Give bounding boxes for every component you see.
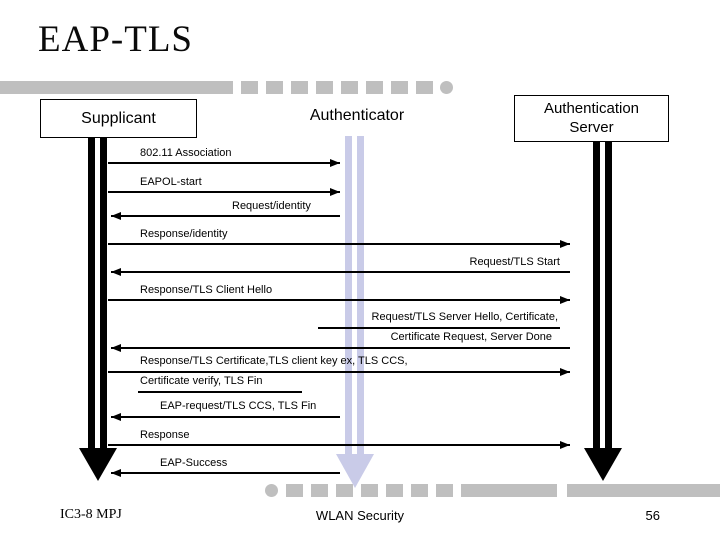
bottom-decor-dashes (286, 484, 453, 497)
message-label: Response/TLS Client Hello (140, 284, 273, 296)
authenticator-lifeline-bar (345, 136, 352, 454)
message-arrow-right (108, 368, 570, 376)
actor-box-auth-server: Authentication Server (514, 95, 669, 142)
message-label: Request/TLS Start (469, 256, 561, 268)
authenticator-lifeline-arrowhead (336, 454, 374, 488)
footer-author: IC3-8 MPJ (60, 507, 122, 522)
message-arrow-left (111, 413, 340, 421)
message-arrow-right (108, 240, 570, 248)
message-label: EAP-request/TLS CCS, TLS Fin (160, 400, 317, 412)
message-label: Response/identity (140, 228, 228, 240)
bottom-decor-circle (265, 484, 278, 497)
actor-box-supplicant: Supplicant (40, 99, 197, 138)
message-label: EAPOL-start (140, 176, 202, 188)
message-label: Response/TLS Certificate,TLS client key … (140, 355, 408, 367)
message-arrow-left (111, 212, 340, 220)
supplicant-lifeline-arrowhead (79, 448, 117, 481)
actor-label-auth-server-line2: Server (569, 118, 614, 136)
message-arrow-right (108, 296, 570, 304)
message-arrow-right (108, 188, 340, 196)
bottom-decor-bar (567, 484, 720, 497)
server-lifeline-bar (605, 140, 612, 448)
message-label: 802.11 Association (140, 147, 232, 159)
bottom-decor-bar (461, 484, 557, 497)
actor-label-supplicant: Supplicant (81, 109, 156, 127)
message-line (318, 327, 560, 329)
server-lifeline-arrowhead (584, 448, 622, 481)
message-arrow-left (111, 469, 340, 477)
message-label: Certificate verify, TLS Fin (140, 375, 263, 387)
message-label: Certificate Request, Server Done (390, 331, 552, 343)
message-label: EAP-Success (160, 457, 228, 469)
authenticator-lifeline-bar (357, 136, 364, 454)
message-label: Response (140, 429, 190, 441)
supplicant-lifeline-bar (100, 138, 107, 448)
top-decor-bar (0, 81, 233, 94)
footer-page-number: 56 (645, 508, 660, 523)
actor-label-auth-server-line1: Authentication (543, 99, 640, 117)
supplicant-lifeline-bar (88, 138, 95, 448)
message-arrow-left (111, 344, 570, 352)
top-decor-circle (440, 81, 453, 94)
slide-title: EAP-TLS (38, 19, 193, 60)
message-line (138, 391, 302, 393)
actor-label-authenticator: Authenticator (309, 107, 405, 124)
message-label: Request/TLS Server Hello, Certificate, (371, 311, 558, 323)
server-lifeline-bar (593, 140, 600, 448)
message-arrow-right (108, 159, 340, 167)
message-label: Request/identity (232, 200, 311, 212)
message-arrow-right (108, 441, 570, 449)
footer-title: WLAN Security (315, 508, 405, 523)
top-decor-dashes (241, 81, 433, 94)
message-arrow-left (111, 268, 570, 276)
